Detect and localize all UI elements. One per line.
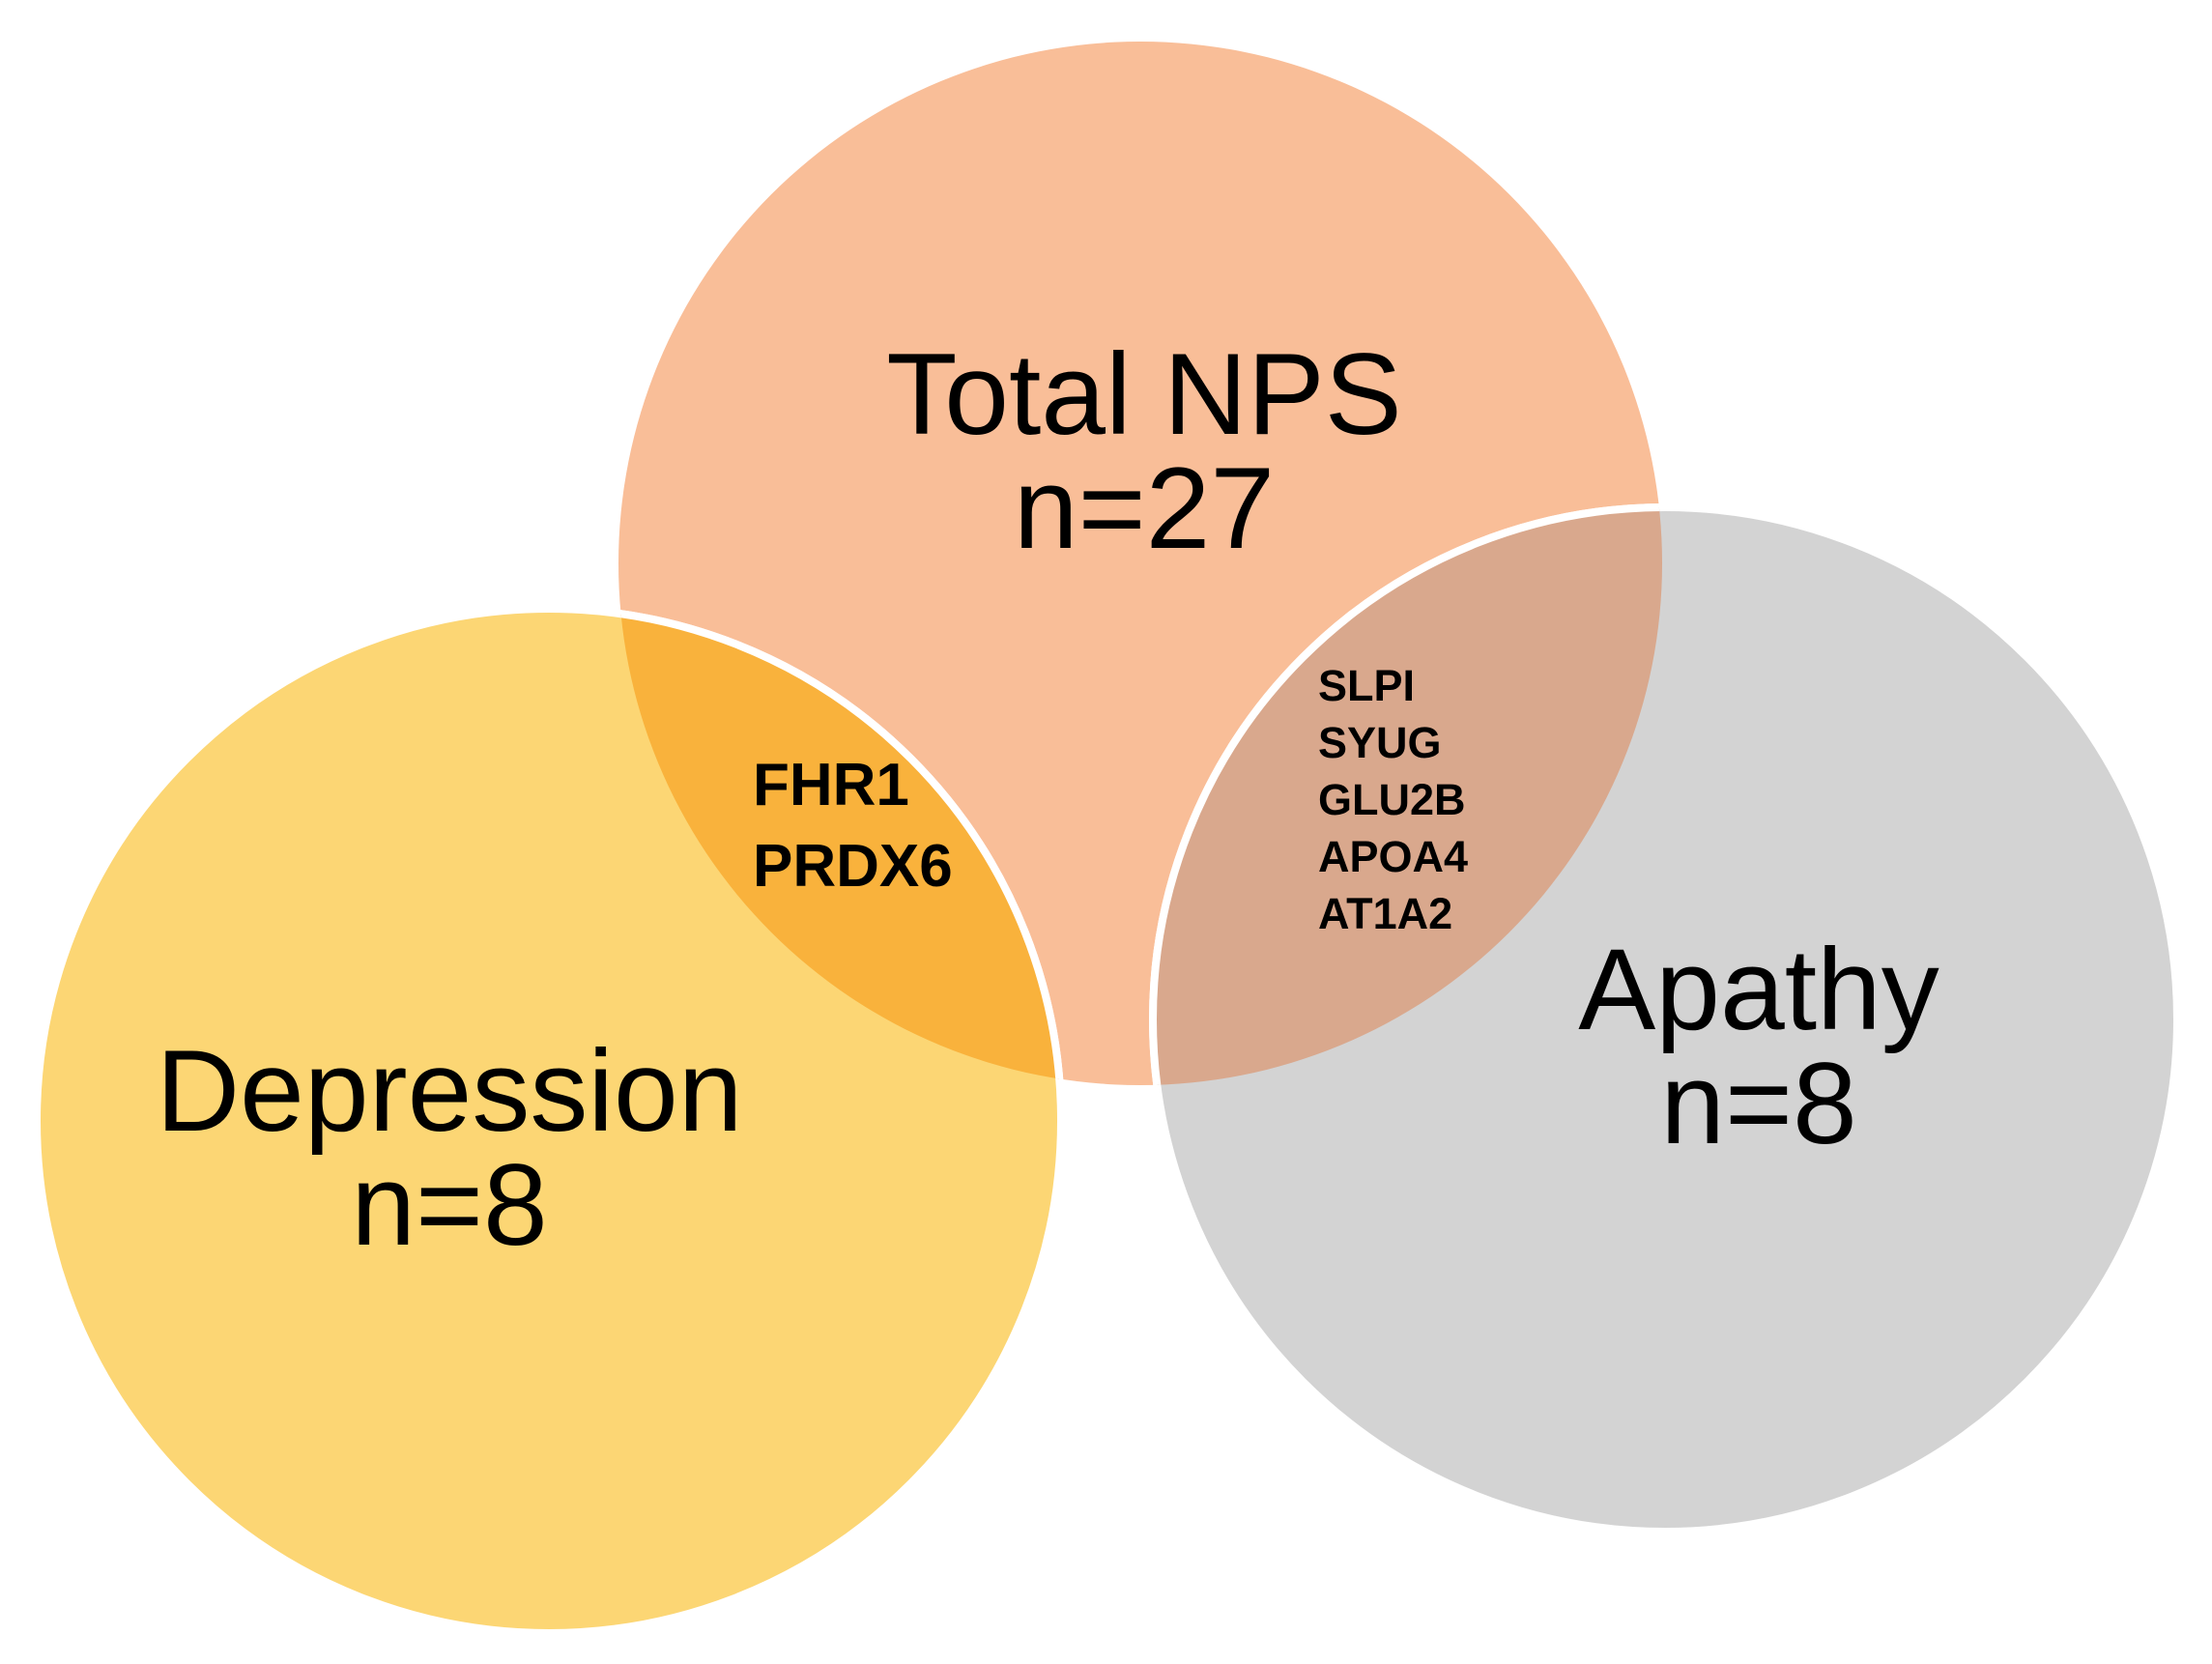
gene-prdx6: PRDX6 xyxy=(753,833,953,900)
gene-glu2b: GLU2B xyxy=(1318,775,1466,824)
overlap-depression-totalnps xyxy=(618,605,1065,1085)
count-depression: n=8 xyxy=(351,1140,548,1270)
gene-apoa4: APOA4 xyxy=(1318,832,1468,881)
label-total-nps: Total NPS xyxy=(886,330,1402,459)
gene-syug: SYUG xyxy=(1318,718,1442,767)
label-depression: Depression xyxy=(157,1026,743,1156)
count-apathy: n=8 xyxy=(1660,1039,1857,1168)
gene-slpi: SLPI xyxy=(1318,661,1415,710)
gene-fhr1: FHR1 xyxy=(753,752,909,818)
label-apathy: Apathy xyxy=(1578,925,1939,1054)
gene-at1a2: AT1A2 xyxy=(1318,889,1452,938)
overlap-totalnps-apathy xyxy=(1149,503,1662,1085)
count-total-nps: n=27 xyxy=(1014,444,1275,573)
